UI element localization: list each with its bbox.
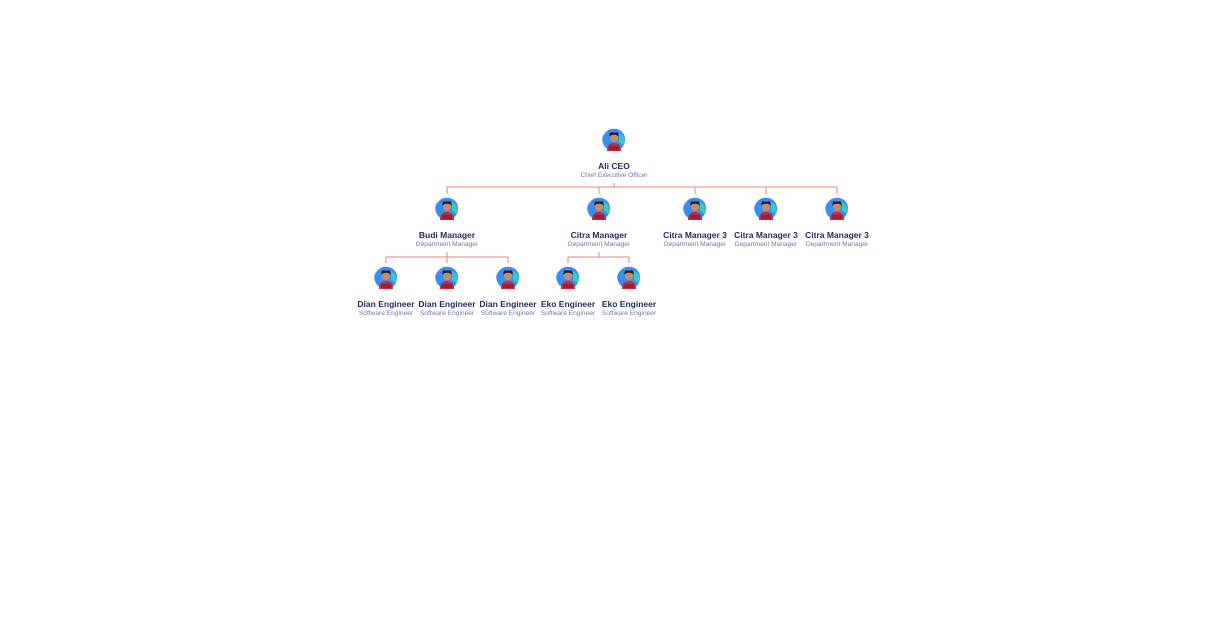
person-avatar-icon <box>617 266 641 289</box>
node-title: Chief Executive Officer <box>580 172 648 179</box>
org-node-manager[interactable]: Citra Manager 3 Department Manager <box>799 195 875 249</box>
node-title: Software Engineer <box>540 310 596 317</box>
org-node-ceo[interactable]: Ali CEO Chief Executive Officer <box>576 126 652 180</box>
person-avatar-icon <box>496 266 520 289</box>
node-name: Citra Manager 3 <box>663 230 727 240</box>
person-avatar-icon <box>435 266 459 289</box>
node-title: Software Engineer <box>480 310 536 317</box>
node-title: Department Manager <box>734 241 798 248</box>
person-avatar-icon <box>435 197 459 220</box>
node-title: Software Engineer <box>601 310 657 317</box>
org-node-manager[interactable]: Citra Manager 3 Department Manager <box>728 195 804 249</box>
person-avatar-icon <box>587 197 611 220</box>
org-node-engineer[interactable]: Eko Engineer Software Engineer <box>591 264 667 318</box>
person-avatar-icon <box>825 197 849 220</box>
node-title: Software Engineer <box>358 310 414 317</box>
person-avatar-icon <box>683 197 707 220</box>
org-node-manager[interactable]: Citra Manager 3 Department Manager <box>657 195 733 249</box>
node-name: Citra Manager <box>570 230 628 240</box>
org-node-manager[interactable]: Citra Manager Department Manager <box>561 195 637 249</box>
person-avatar-icon <box>602 128 626 151</box>
node-name: Dian Engineer <box>357 299 415 309</box>
node-title: Department Manager <box>663 241 727 248</box>
org-node-engineer[interactable]: Eko Engineer Software Engineer <box>530 264 606 318</box>
node-title: Software Engineer <box>419 310 475 317</box>
org-node-manager[interactable]: Budi Manager Department Manager <box>409 195 485 249</box>
person-avatar-icon <box>754 197 778 220</box>
org-node-engineer[interactable]: Dian Engineer Software Engineer <box>470 264 546 318</box>
node-title: Department Manager <box>567 241 631 248</box>
org-node-engineer[interactable]: Dian Engineer Software Engineer <box>409 264 485 318</box>
person-avatar-icon <box>374 266 398 289</box>
node-title: Department Manager <box>415 241 479 248</box>
node-name: Dian Engineer <box>418 299 476 309</box>
node-name: Citra Manager 3 <box>805 230 869 240</box>
node-name: Ali CEO <box>598 161 630 171</box>
node-name: Dian Engineer <box>479 299 537 309</box>
person-avatar-icon <box>556 266 580 289</box>
node-name: Eko Engineer <box>540 299 596 309</box>
node-name: Eko Engineer <box>601 299 657 309</box>
node-name: Budi Manager <box>418 230 476 240</box>
node-name: Citra Manager 3 <box>734 230 798 240</box>
node-title: Department Manager <box>805 241 869 248</box>
org-node-engineer[interactable]: Dian Engineer Software Engineer <box>348 264 424 318</box>
